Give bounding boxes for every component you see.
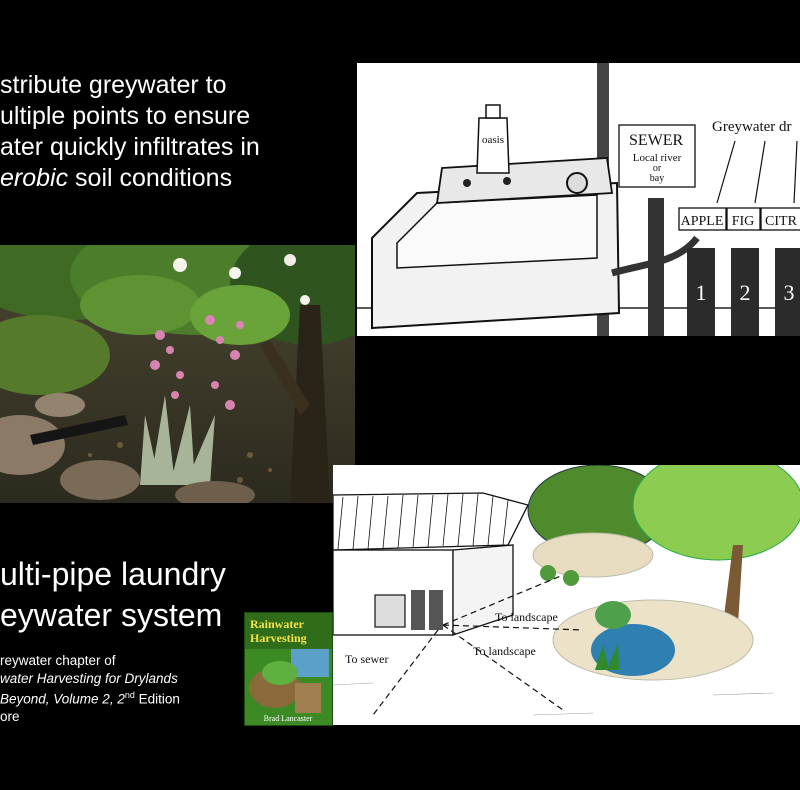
sewer-sub-2: or <box>653 163 662 174</box>
book-cover: Rainwater Harvesting Brad Lancaster <box>244 612 333 726</box>
credit-line-3: Beyond, Volume 2, 2nd Edition <box>0 687 180 708</box>
drum-number-1: 1 <box>696 280 707 305</box>
sewer-label: SEWER <box>629 132 684 149</box>
subtitle-line-2: eywater system <box>0 597 223 633</box>
headline-line-2: ultiple points to ensure <box>0 102 251 130</box>
credit-book-title: water Harvesting for Drylands <box>0 670 178 686</box>
headline-line-4-rest: soil conditions <box>68 164 233 192</box>
drum-header-label: Greywater dr <box>712 119 792 135</box>
washer-illustration: oasis SEWER Local river or bay Greywater… <box>357 63 800 336</box>
headline-line-3: ater quickly infiltrates in <box>0 133 260 161</box>
drum-label-1: APPLE <box>681 214 724 229</box>
headline-italic-word: erobic <box>0 164 69 192</box>
credit-line-2: water Harvesting for Drylands <box>0 670 180 688</box>
book-cover-image: Rainwater Harvesting Brad Lancaster <box>245 613 332 725</box>
book-author: Brad Lancaster <box>264 714 313 723</box>
sewer-sub-3: bay <box>650 173 664 184</box>
sewer-sub-1: Local river <box>633 152 682 164</box>
yard-illustration-drawing: To landscape To landscape To sewer <box>333 465 800 725</box>
subtitle: ulti-pipe laundry eywater system <box>0 554 226 636</box>
headline-line-4: erobic soil conditions <box>0 163 260 194</box>
yard-illustration: To landscape To landscape To sewer <box>333 465 800 725</box>
credit-text: reywater chapter of water Harvesting for… <box>0 652 180 726</box>
credit-line-1: reywater chapter of <box>0 653 116 668</box>
headline: stribute greywater to ultiple points to … <box>0 70 260 194</box>
book-title-line-2: Harvesting <box>250 631 307 645</box>
garden-photo-image <box>0 245 355 503</box>
drum-number-3: 3 <box>784 280 795 305</box>
credit-volume: Beyond, Volume 2, 2 <box>0 691 125 707</box>
drum-label-2: FIG <box>732 214 755 229</box>
book-title-line-1: Rainwater <box>250 617 305 631</box>
drum-label-3: CITR <box>765 214 798 229</box>
washer-illustration-drawing: oasis SEWER Local river or bay Greywater… <box>357 63 800 336</box>
credit-edition-sup: nd <box>124 690 135 700</box>
bottle-label: oasis <box>482 134 504 146</box>
credit-line-4: ore <box>0 709 20 724</box>
credit-edition: Edition <box>134 691 180 707</box>
subtitle-line-1: ulti-pipe laundry <box>0 556 226 592</box>
drum-number-2: 2 <box>740 280 751 305</box>
yard-label-to-sewer: To sewer <box>345 652 388 666</box>
yard-label-to-landscape-1: To landscape <box>495 610 558 624</box>
headline-line-1: stribute greywater to <box>0 71 227 99</box>
garden-photo <box>0 245 355 503</box>
yard-label-to-landscape-2: To landscape <box>473 644 536 658</box>
